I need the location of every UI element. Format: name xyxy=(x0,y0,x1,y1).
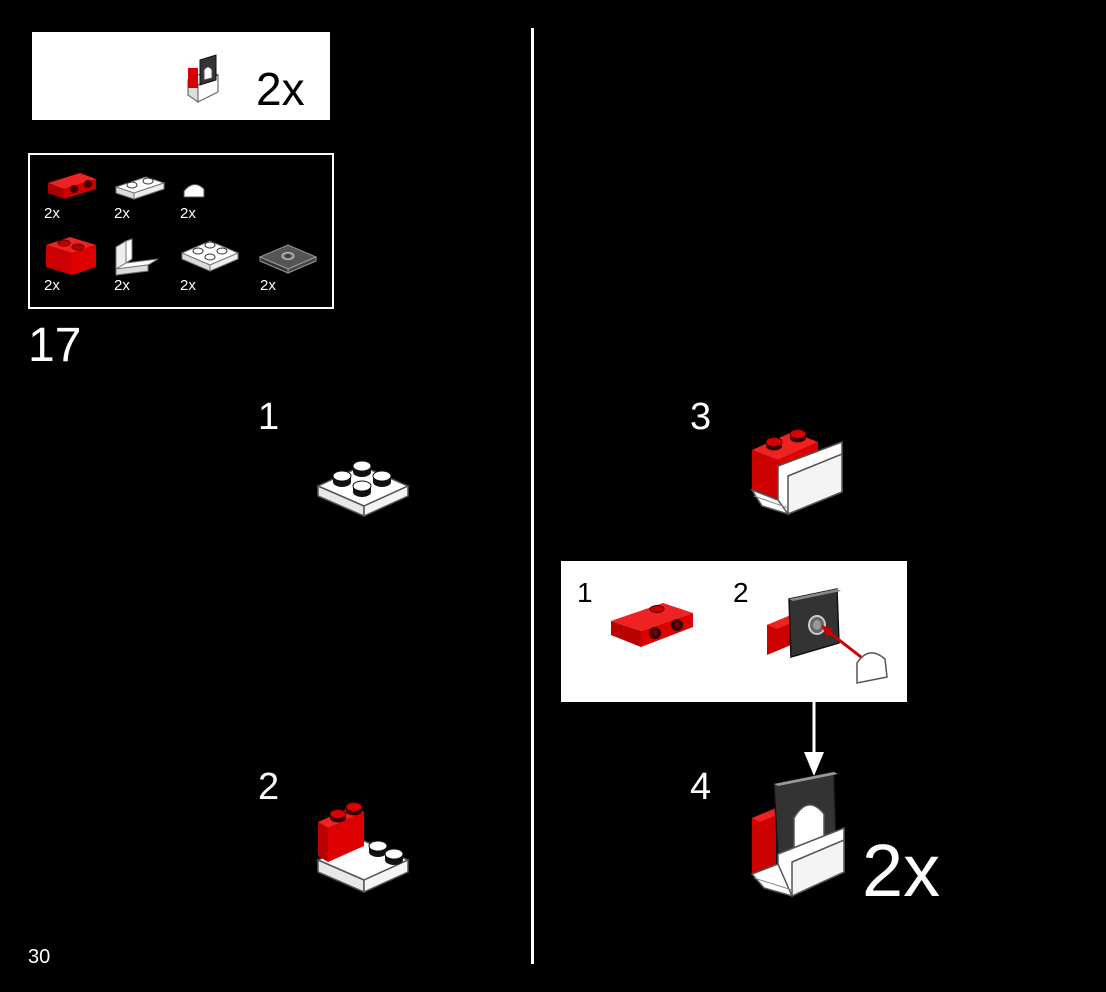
part-qty-7: 2x xyxy=(260,277,276,294)
parts-list-box: 2x 2x 2x 2x 2x 2x xyxy=(28,153,334,309)
part-qty-5: 2x xyxy=(114,277,130,294)
white-round-tile-icon xyxy=(183,184,205,198)
callout-attach-tile-illustration xyxy=(767,588,888,684)
final-multiplier: 2x xyxy=(862,829,941,912)
submodel-preview-icon xyxy=(186,54,220,103)
red-brick-1x2-icon xyxy=(46,237,96,275)
white-plate-1x2-icon xyxy=(114,176,166,200)
submodel-multiplier: 2x xyxy=(256,63,305,115)
step-1-plate-illustration xyxy=(316,460,410,518)
step-4-final-assembly-illustration xyxy=(750,771,845,898)
sub-step-3-number: 3 xyxy=(690,396,712,438)
white-panel-icon xyxy=(115,238,159,276)
sub-step-2-number: 2 xyxy=(258,766,280,808)
part-qty-4: 2x xyxy=(44,277,60,294)
step-3-assembly-illustration xyxy=(750,429,843,516)
part-qty-6: 2x xyxy=(180,277,196,294)
part-qty-1: 2x xyxy=(44,205,60,222)
part-qty-3: 2x xyxy=(180,205,196,222)
red-bracket-icon xyxy=(48,173,96,199)
callout-step-1-number: 1 xyxy=(577,577,593,608)
page-number: 30 xyxy=(28,946,51,968)
dark-tile-jumper-icon xyxy=(258,244,318,274)
submodel-box: 2x xyxy=(28,28,334,124)
sub-step-4-number: 4 xyxy=(690,766,712,808)
part-qty-2: 2x xyxy=(114,205,130,222)
callout-red-bracket-illustration xyxy=(611,603,693,647)
step-2-brick-illustration xyxy=(316,802,410,894)
white-plate-2x2-icon xyxy=(180,240,240,272)
callout-down-arrow xyxy=(804,702,824,776)
callout-step-2-number: 2 xyxy=(733,577,749,608)
main-step-number: 17 xyxy=(28,319,82,372)
page-divider xyxy=(531,28,534,964)
sub-step-1-number: 1 xyxy=(258,396,280,438)
submodel-box-inner xyxy=(32,32,330,120)
callout-box: 1 2 xyxy=(561,561,907,702)
